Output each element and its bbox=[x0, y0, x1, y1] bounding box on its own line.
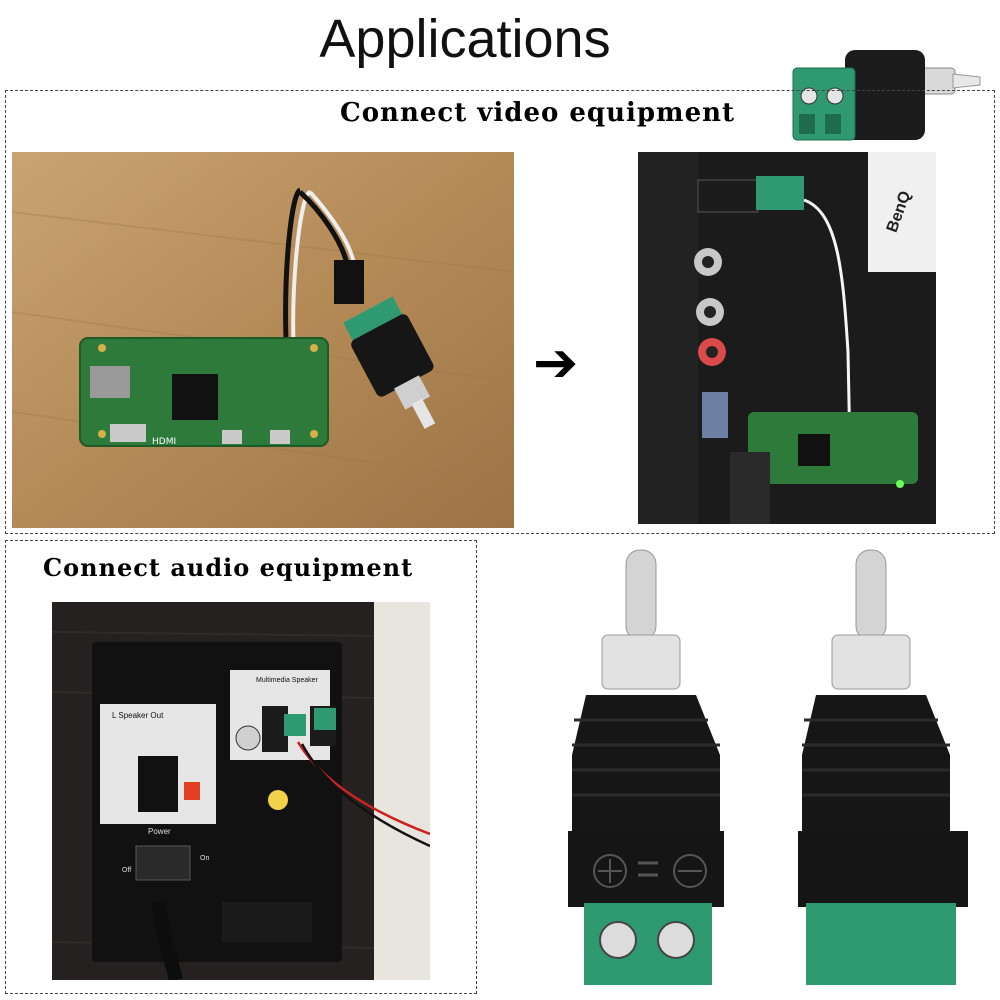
video-section bbox=[5, 90, 995, 534]
pi-zero-photo: HDMI bbox=[12, 152, 514, 528]
multimedia-label: Multimedia Speaker bbox=[256, 677, 319, 684]
monitor-back-photo: BenQ bbox=[638, 152, 936, 524]
video-heading: Connect video equipment bbox=[340, 98, 736, 128]
page-title: Applications bbox=[319, 9, 611, 69]
hdmi-label: HDMI bbox=[152, 437, 176, 447]
off-label: Off bbox=[122, 867, 131, 874]
speaker-out-label: L Speaker Out bbox=[112, 711, 164, 720]
arrow-right-icon: ➔ bbox=[533, 331, 579, 394]
power-label: Power bbox=[148, 827, 171, 836]
rca-adapters-closeup bbox=[568, 549, 968, 985]
on-label: On bbox=[200, 855, 209, 862]
speaker-back-photo: L Speaker Out Multimedia Speaker Power O… bbox=[52, 602, 430, 980]
adapter-thumbnail bbox=[792, 50, 981, 141]
audio-section bbox=[5, 540, 477, 994]
audio-heading: Connect audio equipment bbox=[43, 553, 414, 582]
